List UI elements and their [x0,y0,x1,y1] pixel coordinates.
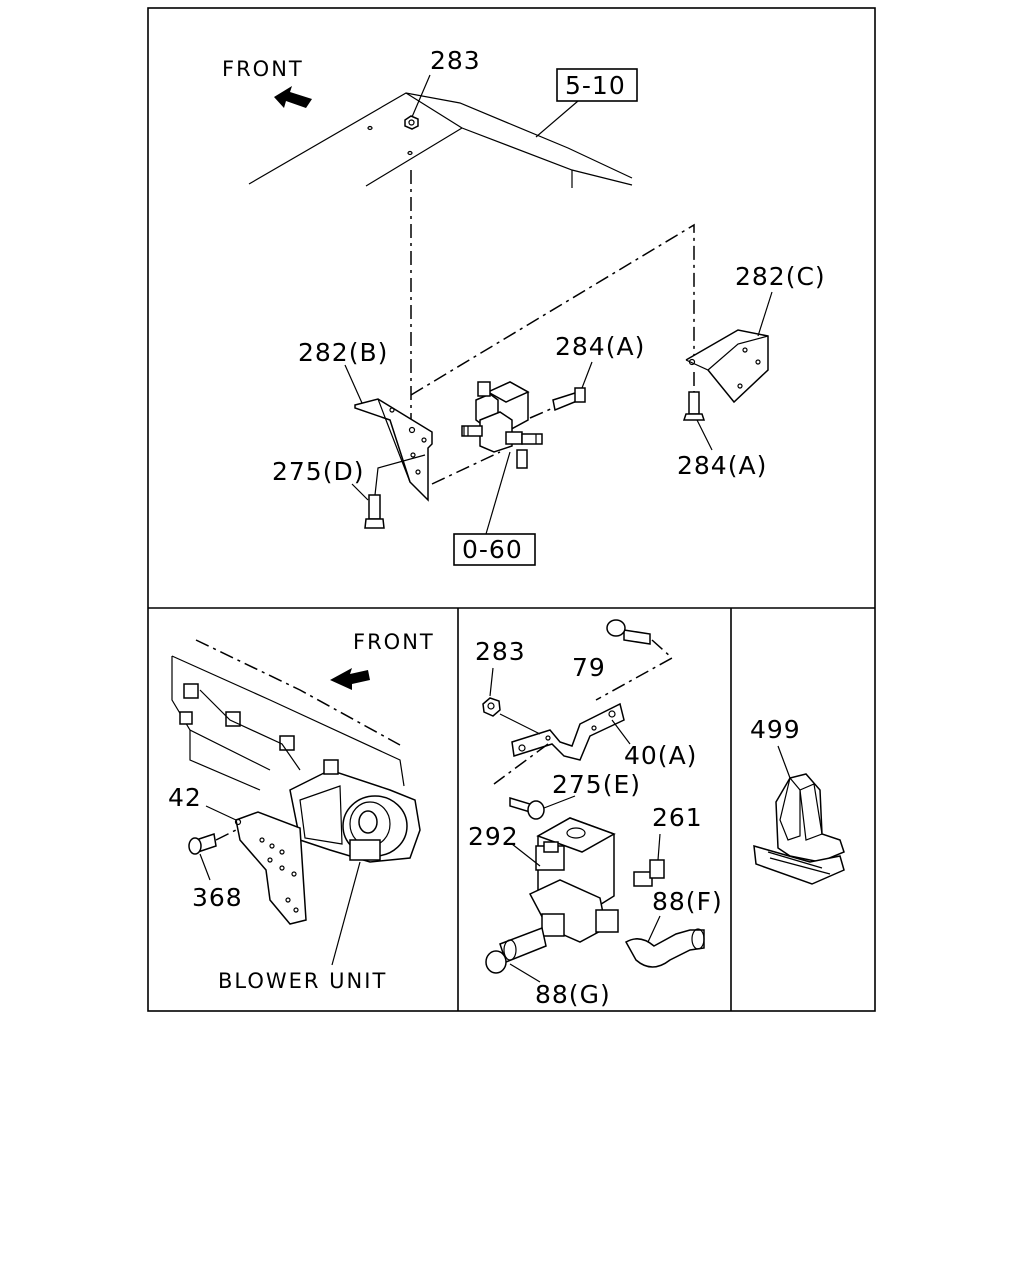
fitting-261 [633,871,653,887]
bolt-275-d [368,494,381,520]
bracket-282-c [685,329,769,404]
callout-88-g: 88(G) [535,980,611,1009]
callout-284-a-right: 284(A) [677,451,767,480]
bottom-middle-panel: 283 79 40(A) 275(E) [468,619,723,1009]
bolt-275-e [509,796,531,814]
ref-box-0-60 [453,533,536,566]
bracket-282-b [354,398,433,502]
chain-line-bracket-c [410,223,695,396]
nut-283-bottom [482,697,501,717]
callout-40-a: 40(A) [624,741,697,770]
callout-368: 368 [192,883,243,912]
bolt-284-a-middle [552,392,578,412]
callout-292: 292 [468,822,519,851]
cowl-panel-lower-edge [365,127,633,187]
bolt-79 [623,629,651,645]
callout-499: 499 [750,715,801,744]
callout-282-c: 282(C) [735,262,826,291]
callout-275-e: 275(E) [552,770,641,799]
callout-283-bottom: 283 [475,637,526,666]
blower-unit [289,759,421,863]
ref-box-0-60-label: 0-60 [462,535,523,564]
callout-275-d: 275(D) [272,457,364,486]
callout-282-b: 282(B) [298,338,388,367]
ref-box-5-10-label: 5-10 [565,71,626,100]
mounting-plate-42 [235,811,307,925]
front-arrow-icon-bottom [330,668,370,690]
callout-42: 42 [168,783,202,812]
clip-499 [753,773,845,885]
callout-283-top: 283 [430,46,481,75]
callout-79: 79 [572,653,606,682]
solenoid-valve-assembly [461,381,543,469]
outer-frame [147,7,876,1012]
crossmember-outline [171,655,405,787]
front-arrow-icon [274,86,312,108]
front-label-top: FRONT [222,57,304,81]
ref-box-5-10 [556,68,638,102]
panel-frames [147,7,876,1012]
callout-261: 261 [652,803,703,832]
bottom-left-panel: FRONT 4 [168,630,435,993]
solenoid-valve-292 [528,817,619,943]
top-panel: FRONT 283 5-10 282(C) [222,46,826,566]
bolt-284-a-right [688,391,700,415]
cowl-panel-outline [248,92,633,185]
bottom-right-panel: 499 [750,715,845,885]
connector-88-g [499,926,547,963]
callout-88-f: 88(F) [652,887,723,916]
caption-blower-unit: BLOWER UNIT [218,969,387,993]
callout-284-a-middle: 284(A) [555,332,645,361]
bracket-40-a [511,702,625,761]
nut-283 [404,115,419,130]
front-label-bottom: FRONT [353,630,435,654]
